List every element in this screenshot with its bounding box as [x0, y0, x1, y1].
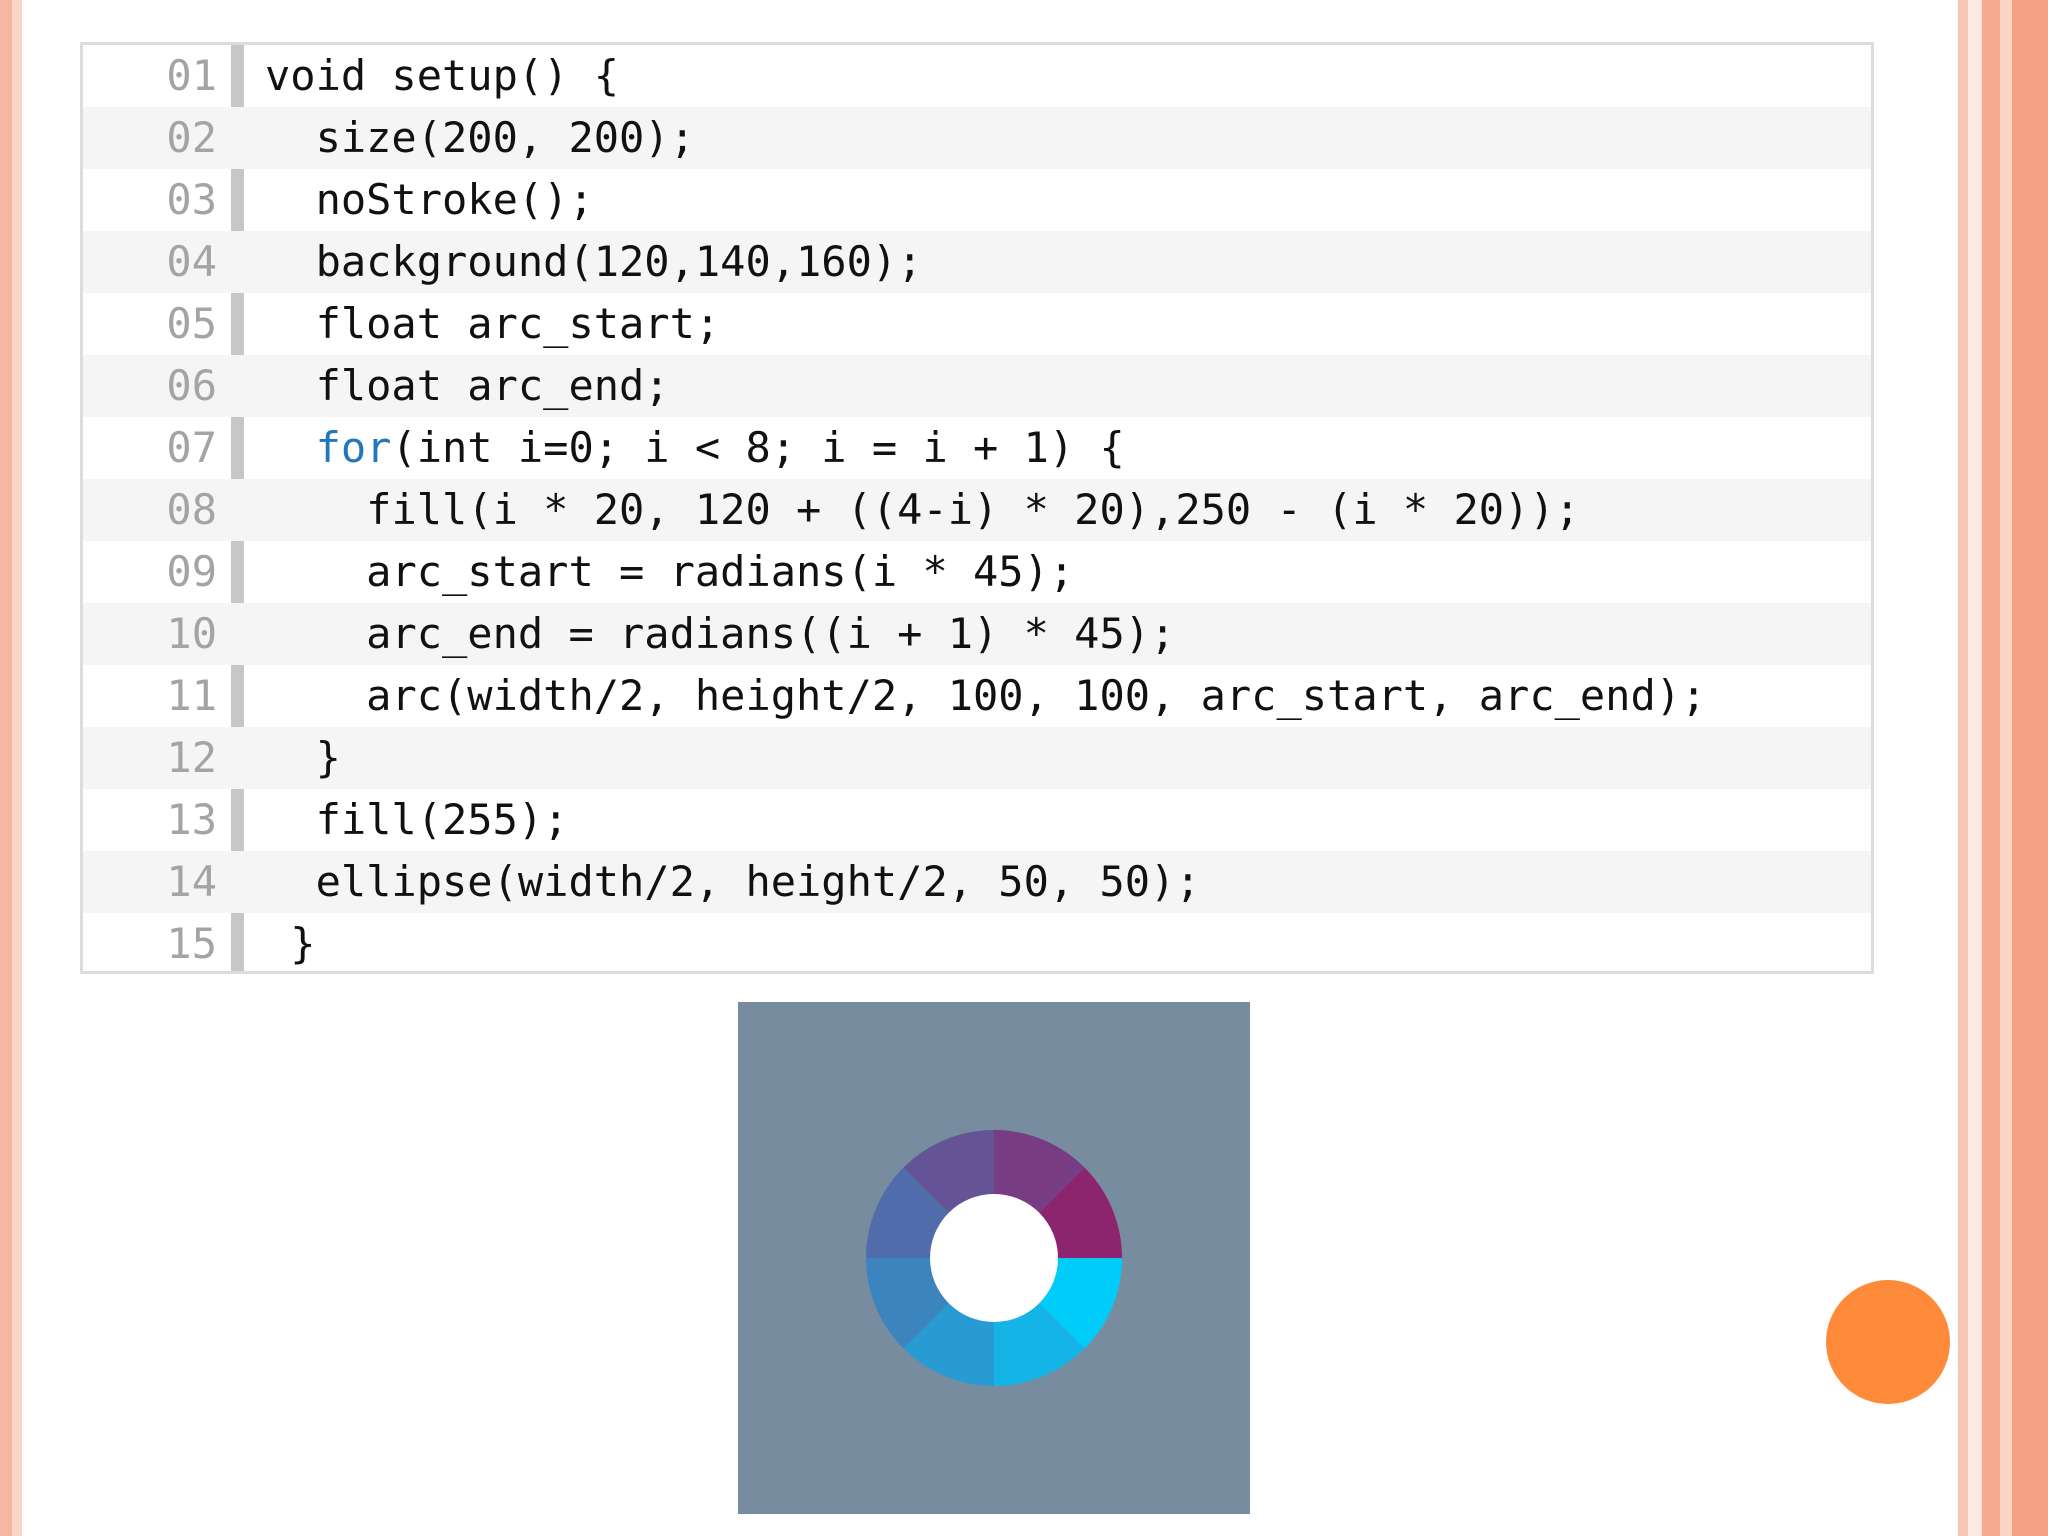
code-text: for(int i=0; i < 8; i = i + 1) {: [265, 417, 1125, 479]
line-number: 14: [166, 857, 217, 906]
code-statement: }: [290, 919, 316, 968]
code-text: arc_start = radians(i * 45);: [265, 541, 1074, 603]
code-line: 05 float arc_start;: [83, 293, 1871, 355]
line-number: 15: [166, 919, 217, 968]
code-line: 04 background(120,140,160);: [83, 231, 1871, 293]
code-indent: [265, 237, 316, 286]
line-number: 03: [166, 175, 217, 224]
code-indent: [265, 671, 366, 720]
code-indent: [265, 485, 366, 534]
slide-left-border: [0, 0, 22, 1536]
code-text: }: [265, 913, 316, 975]
code-statement: size(200, 200);: [315, 113, 695, 162]
code-indent: [265, 113, 316, 162]
slide-right-border-stripe: [2012, 0, 2048, 1536]
code-indent: [265, 733, 316, 782]
line-number: 08: [166, 485, 217, 534]
slide-right-border-stripe: [2000, 0, 2012, 1536]
code-indent: [265, 299, 316, 348]
code-statement: ellipse(width/2, height/2, 50, 50);: [315, 857, 1201, 906]
code-text: void setup() {: [265, 45, 619, 107]
code-line: 10 arc_end = radians((i + 1) * 45);: [83, 603, 1871, 665]
code-line: 11 arc(width/2, height/2, 100, 100, arc_…: [83, 665, 1871, 727]
code-line: 03 noStroke();: [83, 169, 1871, 231]
code-statement: fill(i * 20, 120 + ((4-i) * 20),250 - (i…: [366, 485, 1580, 534]
code-text: arc_end = radians((i + 1) * 45);: [265, 603, 1175, 665]
line-number: 12: [166, 733, 217, 782]
code-text: size(200, 200);: [265, 107, 695, 169]
code-statement: float arc_start;: [315, 299, 721, 348]
code-indent: [265, 919, 290, 968]
code-line: 08 fill(i * 20, 120 + ((4-i) * 20),250 -…: [83, 479, 1871, 541]
code-statement: noStroke();: [315, 175, 594, 224]
code-statement: float arc_end;: [315, 361, 670, 410]
code-statement: fill(255);: [315, 795, 569, 844]
slide-right-border-stripe: [1968, 0, 1982, 1536]
code-line: 12 }: [83, 727, 1871, 789]
code-line: 13 fill(255);: [83, 789, 1871, 851]
code-indent: [265, 423, 316, 472]
code-line: 02 size(200, 200);: [83, 107, 1871, 169]
center-ellipse: [930, 1194, 1058, 1322]
code-text: float arc_start;: [265, 293, 721, 355]
code-indent: [265, 175, 316, 224]
line-number: 09: [166, 547, 217, 596]
line-number: 11: [166, 671, 217, 720]
code-statement: arc(width/2, height/2, 100, 100, arc_sta…: [366, 671, 1707, 720]
code-statement: }: [315, 733, 341, 782]
code-text: ellipse(width/2, height/2, 50, 50);: [265, 851, 1201, 913]
code-statement: arc_end = radians((i + 1) * 45);: [366, 609, 1176, 658]
code-indent: [265, 609, 366, 658]
code-indent: [265, 361, 316, 410]
code-text: float arc_end;: [265, 355, 670, 417]
code-indent: [265, 795, 316, 844]
line-number: 10: [166, 609, 217, 658]
code-keyword: for: [315, 423, 392, 472]
code-line: 09 arc_start = radians(i * 45);: [83, 541, 1871, 603]
code-indent: [265, 547, 366, 596]
slide-right-border-stripe: [1982, 0, 2000, 1536]
code-line: 01 void setup() {: [83, 45, 1871, 107]
line-number: 06: [166, 361, 217, 410]
code-statement: background(120,140,160);: [315, 237, 923, 286]
code-line: 15 }: [83, 913, 1871, 975]
code-text: }: [265, 727, 341, 789]
code-indent: [265, 857, 316, 906]
line-number: 04: [166, 237, 217, 286]
code-line: 07 for(int i=0; i < 8; i = i + 1) {: [83, 417, 1871, 479]
sketch-output-canvas: [738, 1002, 1250, 1514]
code-line: 14 ellipse(width/2, height/2, 50, 50);: [83, 851, 1871, 913]
code-statement: arc_start = radians(i * 45);: [366, 547, 1075, 596]
slide-right-border-stripe: [1958, 0, 1968, 1536]
code-text: arc(width/2, height/2, 100, 100, arc_sta…: [265, 665, 1706, 727]
line-number: 01: [166, 51, 217, 100]
line-number: 02: [166, 113, 217, 162]
code-text: fill(i * 20, 120 + ((4-i) * 20),250 - (i…: [265, 479, 1580, 541]
orange-circle-marker: [1826, 1280, 1950, 1404]
code-line: 06 float arc_end;: [83, 355, 1871, 417]
line-number: 05: [166, 299, 217, 348]
line-number: 13: [166, 795, 217, 844]
code-text: noStroke();: [265, 169, 594, 231]
code-text: background(120,140,160);: [265, 231, 923, 293]
code-statement: void setup() {: [265, 51, 620, 100]
line-number: 07: [166, 423, 217, 472]
code-text: fill(255);: [265, 789, 569, 851]
code-statement: (int i=0; i < 8; i = i + 1) {: [391, 423, 1125, 472]
